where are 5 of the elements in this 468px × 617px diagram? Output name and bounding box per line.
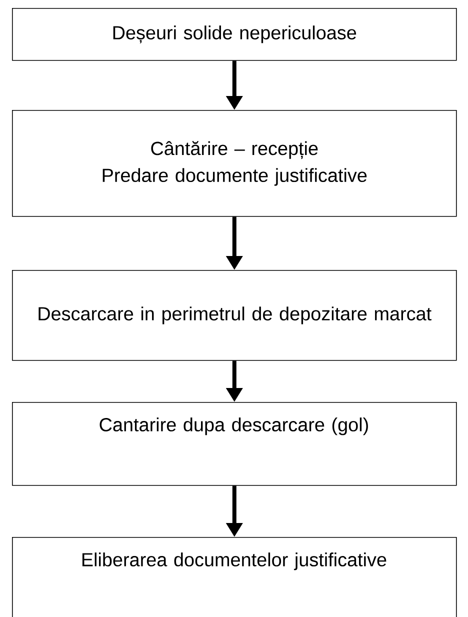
process-box: Cantarire dupa descarcare (gol) — [12, 402, 457, 486]
process-box: Descarcare in perimetrul de depozitare marcat — [12, 270, 457, 361]
process-box: Deșeuri solide nepericuloase — [12, 8, 457, 61]
process-box: Cântărire – recepție Predare documente justificative — [12, 110, 457, 217]
process-box: Eliberarea documentelor justificative — [12, 537, 457, 617]
